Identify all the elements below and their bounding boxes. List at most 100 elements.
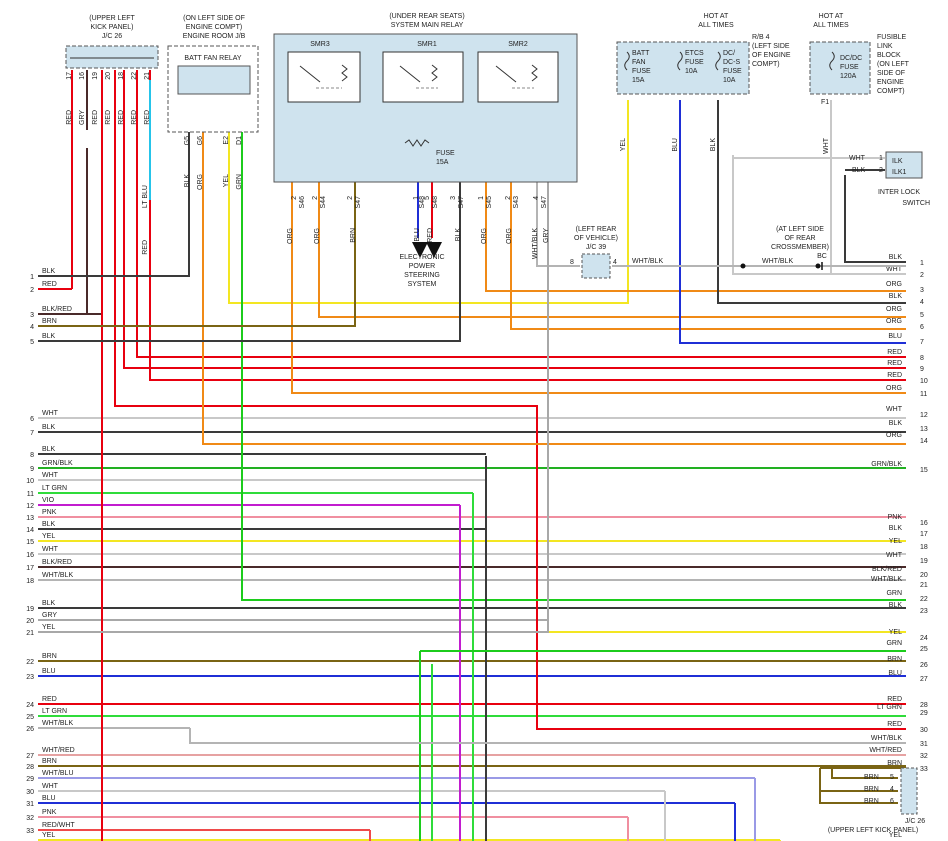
hot2-label-1: HOT AT	[819, 13, 844, 20]
ilk-wire-blk: BLK	[852, 167, 866, 174]
left-row-number: 7	[30, 430, 34, 437]
wire	[38, 182, 549, 633]
left-row-number: 21	[26, 630, 34, 637]
left-row-number: 14	[26, 527, 34, 534]
relay-wire-color: GRN	[236, 174, 243, 190]
left-row-color: BLK	[42, 333, 56, 340]
smr-pin: S45	[486, 196, 493, 209]
fuse-dcs-4: 10A	[723, 77, 736, 84]
smr1-label: SMR1	[417, 41, 437, 48]
smr-pin: 1	[478, 196, 485, 200]
fuse-etcs-1: ETCS	[685, 50, 704, 57]
right-row-number: 18	[920, 544, 928, 551]
right-row-number: 11	[920, 391, 927, 398]
right-row-color: ORG	[886, 318, 902, 325]
jc26b-wire-2: BRN	[864, 786, 879, 793]
jc26b-pin-4: 4	[890, 786, 894, 793]
jc26-bottom-connector: J/C 26 (UPPER LEFT KICK PANEL) 5 4 6 BRN…	[828, 767, 925, 834]
bc-label-1: (AT LEFT SIDE	[776, 226, 824, 233]
left-row-color: GRN/BLK	[42, 460, 73, 467]
right-row-color: WHT/BLK	[871, 576, 902, 583]
left-row-number: 24	[26, 702, 34, 709]
jc26-pin: 17	[66, 72, 73, 80]
bc-ground: (AT LEFT SIDE OF REAR CROSSMEMBER) BC WH…	[740, 226, 829, 270]
right-row-number: 30	[920, 727, 928, 734]
right-row-number: 20	[920, 572, 928, 579]
wire	[38, 70, 88, 315]
right-row-color: WHT	[886, 266, 903, 273]
left-row-color: BLK	[42, 521, 56, 528]
fuse-batt-2: FAN	[632, 59, 646, 66]
right-row-number: 26	[920, 662, 928, 669]
fuse-etcs-3: 10A	[685, 68, 698, 75]
left-row-color: PNK	[42, 509, 57, 516]
wire	[717, 100, 906, 304]
left-row-number: 2	[30, 287, 34, 294]
left-row-number: 32	[26, 815, 34, 822]
fuse-dcs-3: FUSE	[723, 68, 742, 75]
left-row-number: 25	[26, 714, 34, 721]
right-row-color: BRN	[887, 760, 902, 767]
fusible-link-block: HOT AT ALL TIMES FUSIBLE LINK BLOCK (ON …	[809, 13, 910, 106]
right-row-number: 3	[920, 287, 924, 294]
smr-pin: S47	[458, 196, 465, 209]
jc26b-label-1: J/C 26	[905, 818, 925, 825]
left-row-color: VIO	[42, 497, 55, 504]
smr-fuse-label-2: 15A	[436, 159, 449, 166]
left-row-color: WHT	[42, 546, 59, 553]
right-row-color: WHT	[886, 406, 903, 413]
left-row-color: BLK/RED	[42, 306, 72, 313]
smr-wire-color: RED	[427, 228, 434, 243]
left-row-number: 10	[26, 478, 34, 485]
left-row-color: WHT/BLU	[42, 770, 74, 777]
fuse-batt-1: BATT	[632, 50, 650, 57]
smr-pin: 2	[312, 196, 319, 200]
left-row-color: LT GRN	[42, 485, 67, 492]
eps-label-2: POWER	[409, 263, 435, 270]
jc26-wire-color: RED	[105, 110, 112, 125]
ilk-pinno-1: 1	[879, 155, 883, 162]
right-row-color: BLK	[889, 420, 903, 427]
left-row-number: 3	[30, 312, 34, 319]
fuse-dcdc-3: 120A	[840, 73, 857, 80]
left-row-number: 30	[26, 789, 34, 796]
left-row-number: 15	[26, 539, 34, 546]
left-row: 14 BLK	[26, 521, 486, 534]
left-row-number: 29	[26, 776, 34, 783]
left-row-number: 23	[26, 674, 34, 681]
right-row-color: WHT/BLK	[871, 735, 902, 742]
smr-wire-color: BLU	[414, 228, 421, 242]
smr-pin: S47	[541, 196, 548, 209]
right-row-number: 32	[920, 753, 928, 760]
right-row-number: 29	[920, 710, 928, 717]
jc26-pin: 22	[131, 72, 138, 80]
fuse-wire-color: YEL	[620, 138, 627, 151]
smr-pin: S47	[355, 196, 362, 209]
left-row: YEL	[38, 832, 780, 841]
bc-label-2: OF REAR	[784, 235, 815, 242]
jc26-connector: (UPPER LEFT KICK PANEL) J/C 26	[65, 15, 159, 69]
jc26-wire-color: RED	[144, 110, 151, 125]
eps-system: ELECTRONIC POWER STEERING SYSTEM	[399, 254, 444, 288]
wire	[291, 182, 906, 394]
